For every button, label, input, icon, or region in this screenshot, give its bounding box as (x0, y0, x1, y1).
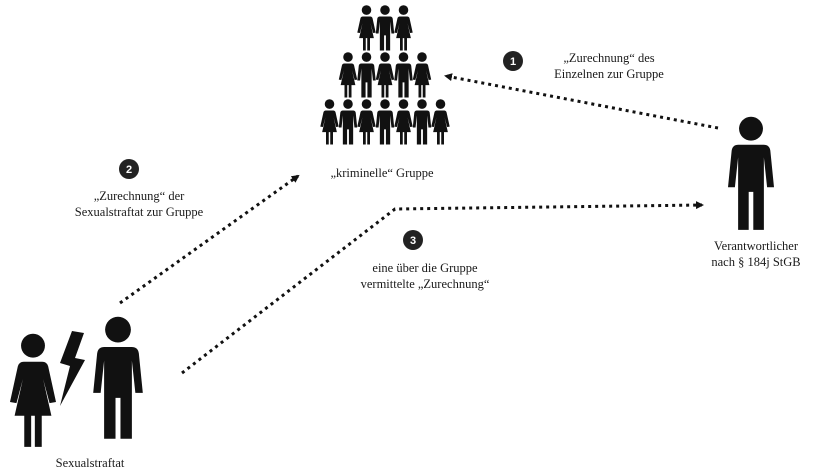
group-member-icon (357, 52, 376, 98)
man-icon (93, 316, 143, 439)
arrow-step-1 (444, 73, 719, 130)
step-2-marker: 2 (119, 159, 139, 179)
step-1-marker: 1 (503, 51, 523, 71)
group-member-icon (394, 5, 413, 51)
group-member-icon (338, 52, 358, 98)
arrow-step-2 (119, 174, 300, 305)
group-member-icon (375, 99, 395, 145)
lightning-icon (60, 331, 85, 406)
group-member-icon (431, 99, 450, 145)
group-member-icon (338, 99, 358, 145)
group-member-icon (394, 52, 413, 98)
group-label: „kriminelle“ Gruppe (330, 166, 434, 180)
group-member-icon (412, 52, 432, 98)
step-1-label-line1: „Zurechnung“ des (563, 51, 654, 65)
group-member-icon (412, 99, 432, 145)
step-2-number: 2 (126, 164, 132, 176)
step-3-label-line1: eine über die Gruppe (372, 261, 478, 275)
responsible-label-line1: Verantwortlicher (714, 239, 799, 253)
group-member-icon (320, 99, 339, 145)
group-member-icon (375, 52, 395, 98)
group-member-icon (375, 5, 395, 51)
step-2-label-line2: Sexualstraftat zur Gruppe (75, 205, 204, 219)
step-3-marker: 3 (403, 230, 423, 250)
responsible-label-line2: nach § 184j StGB (711, 255, 800, 269)
criminal-group-icon (320, 5, 450, 145)
step-3-number: 3 (410, 235, 416, 247)
arrow-step-3 (181, 201, 704, 375)
step-1-label-line2: Einzelnen zur Gruppe (554, 67, 664, 81)
responsible-person-icon (728, 116, 774, 230)
group-member-icon (357, 5, 376, 51)
offense-label: Sexualstraftat (56, 456, 125, 470)
group-member-icon (394, 99, 413, 145)
woman-icon (10, 333, 56, 447)
step-1-number: 1 (510, 56, 516, 68)
step-3-label-line2: vermittelte „Zurechnung“ (361, 277, 490, 291)
step-2-label-line1: „Zurechnung“ der (94, 189, 185, 203)
group-member-icon (357, 99, 376, 145)
